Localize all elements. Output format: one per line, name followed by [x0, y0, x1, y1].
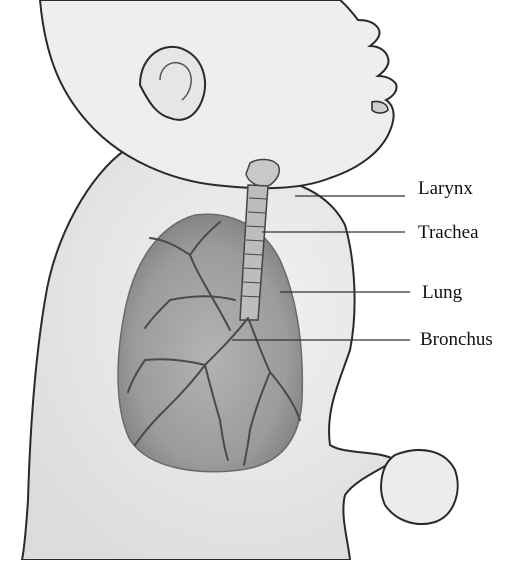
- larynx-shape: [246, 159, 279, 186]
- hand-outline: [381, 450, 458, 524]
- lung-label: Lung: [422, 283, 462, 302]
- trachea-label: Trachea: [418, 223, 479, 242]
- head-outline: [40, 0, 397, 188]
- larynx-label: Larynx: [418, 179, 473, 198]
- bronchus-label: Bronchus: [420, 330, 493, 349]
